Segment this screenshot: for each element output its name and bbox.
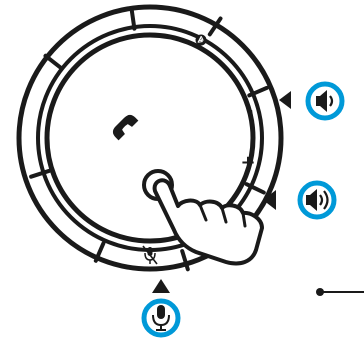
button-ring-dividers xyxy=(29,7,269,272)
speakerphone-body xyxy=(16,4,284,272)
volume-down-button[interactable]: − xyxy=(237,106,267,129)
volume-up-symbol: + xyxy=(240,152,255,173)
volume-up-arrow xyxy=(263,190,276,210)
mute-button[interactable] xyxy=(142,245,158,265)
speaker-low-icon xyxy=(316,90,334,112)
mute-arrow xyxy=(152,279,170,293)
volume-down-arrow xyxy=(279,91,291,109)
mute-callout xyxy=(141,298,181,338)
volume-down-callout xyxy=(305,81,345,121)
phone-handset-icon xyxy=(112,114,139,141)
volume-up-callout xyxy=(297,180,337,220)
microphone-icon xyxy=(152,305,170,331)
muted-microphone-icon xyxy=(142,245,158,265)
speaker-high-icon xyxy=(306,189,329,211)
volume-up-button[interactable]: + xyxy=(240,152,255,173)
indicator-leader-line xyxy=(316,288,364,296)
volume-down-symbol: − xyxy=(237,106,267,129)
bluetooth-icon xyxy=(195,34,207,46)
bluetooth-button[interactable] xyxy=(194,33,209,48)
pointing-hand-icon xyxy=(142,169,264,266)
call-button[interactable] xyxy=(110,112,139,141)
